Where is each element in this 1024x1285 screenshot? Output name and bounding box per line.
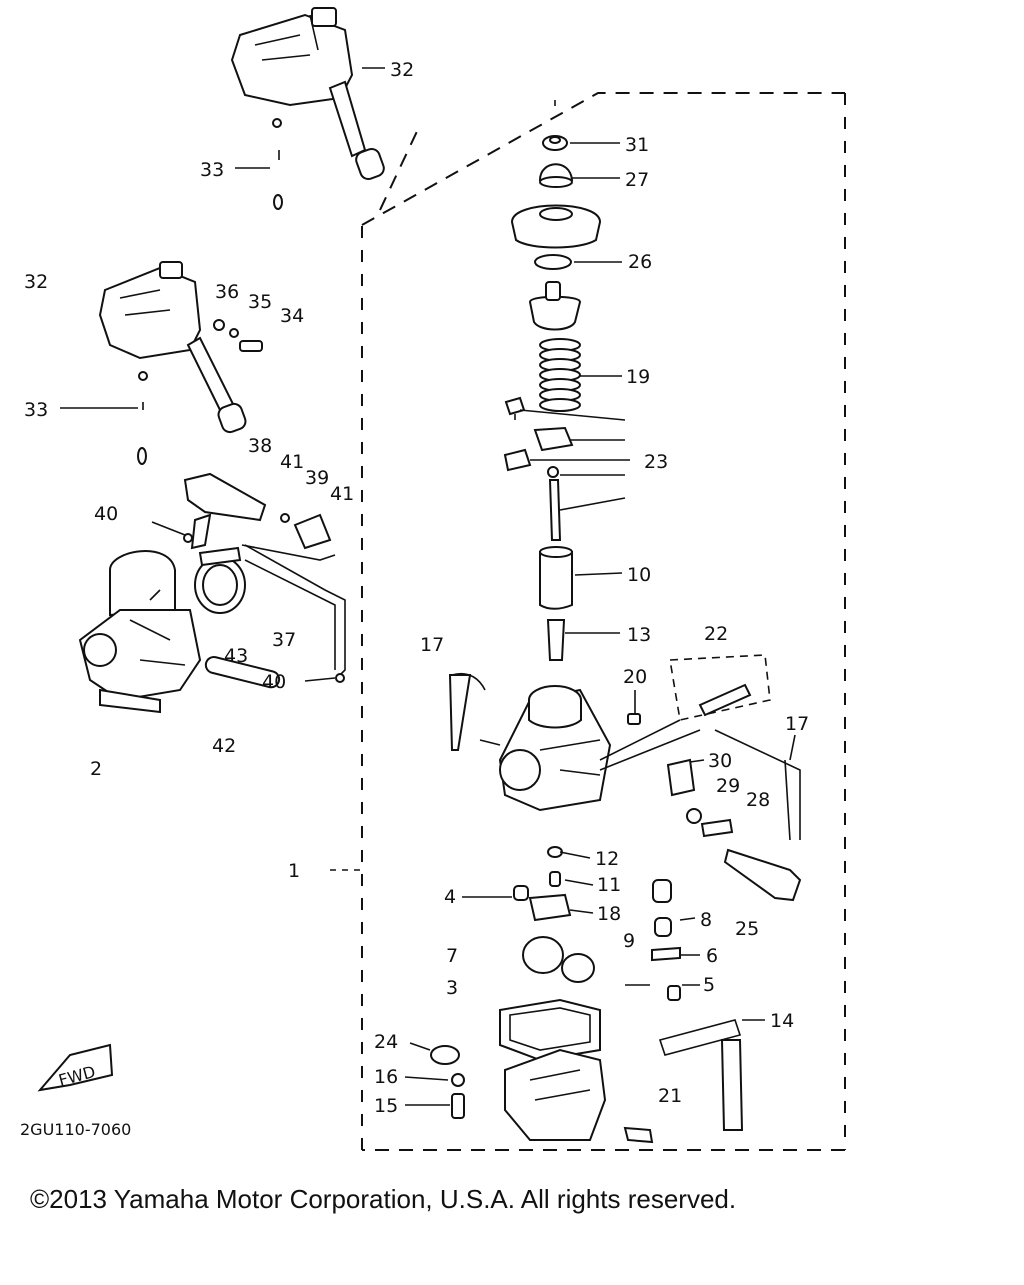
callout-31: 31 xyxy=(625,134,649,156)
callout-27: 27 xyxy=(625,169,649,191)
callout-11: 11 xyxy=(597,874,621,896)
lower-parts xyxy=(430,846,744,1144)
slide-assembly xyxy=(503,100,602,661)
callout-38: 38 xyxy=(248,435,272,457)
callout-43: 43 xyxy=(224,645,248,667)
callout-8: 8 xyxy=(700,909,712,931)
callout-24: 24 xyxy=(374,1031,398,1053)
callout-32: 32 xyxy=(24,271,48,293)
assembly-boundary xyxy=(330,92,846,1151)
callout-29: 29 xyxy=(716,775,740,797)
callout-21: 21 xyxy=(658,1085,682,1107)
callout-23: 23 xyxy=(644,451,668,473)
callout-7: 7 xyxy=(446,945,458,967)
callout-3: 3 xyxy=(446,977,458,999)
fwd-arrow-icon: FWD xyxy=(37,1043,114,1092)
callout-37: 37 xyxy=(272,629,296,651)
spring-part-19 xyxy=(539,338,581,412)
callout-15: 15 xyxy=(374,1095,398,1117)
callout-2: 2 xyxy=(90,758,102,780)
callout-40-b: 40 xyxy=(262,671,286,693)
callout-41-a: 41 xyxy=(280,451,304,473)
callout-16: 16 xyxy=(374,1066,398,1088)
callout-5: 5 xyxy=(703,974,715,996)
callout-35: 35 xyxy=(248,291,272,313)
callout-30: 30 xyxy=(708,750,732,772)
callout-19: 19 xyxy=(626,366,650,388)
carburetor-part-2 xyxy=(78,472,346,714)
callout-4: 4 xyxy=(444,886,456,908)
callout-6: 6 xyxy=(706,945,718,967)
callout-20: 20 xyxy=(623,666,647,688)
callout-9: 9 xyxy=(623,930,635,952)
callout-28: 28 xyxy=(746,789,770,811)
callout-12: 12 xyxy=(595,848,619,870)
callout-18: 18 xyxy=(597,903,621,925)
callout-34: 34 xyxy=(280,305,304,327)
housing-part-32-top xyxy=(230,7,385,210)
callout-32-top: 32 xyxy=(390,59,414,81)
callout-33-top: 33 xyxy=(200,159,224,181)
callout-14: 14 xyxy=(770,1010,794,1032)
callout-numbers: 32 33 32 36 35 34 33 38 41 39 41 40 37 4… xyxy=(20,59,809,1139)
callout-1: 1 xyxy=(288,860,300,882)
copyright-notice: ©2013 Yamaha Motor Corporation, U.S.A. A… xyxy=(30,1184,737,1214)
callout-25: 25 xyxy=(735,918,759,940)
diagram-code: 2GU110-7060 xyxy=(20,1120,131,1139)
callout-36: 36 xyxy=(215,281,239,303)
callout-10: 10 xyxy=(627,564,651,586)
callout-33: 33 xyxy=(24,399,48,421)
callout-13: 13 xyxy=(627,624,651,646)
callout-40-a: 40 xyxy=(94,503,118,525)
callout-17-a: 17 xyxy=(420,634,444,656)
callout-42: 42 xyxy=(212,735,236,757)
callout-22: 22 xyxy=(704,623,728,645)
callout-41-b: 41 xyxy=(330,483,354,505)
leader-lines xyxy=(60,67,796,1106)
housing-part-32 xyxy=(98,261,263,465)
callout-39: 39 xyxy=(305,467,329,489)
callout-17-b: 17 xyxy=(785,713,809,735)
callout-26: 26 xyxy=(628,251,652,273)
carburetor-body-part-1 xyxy=(448,654,802,902)
